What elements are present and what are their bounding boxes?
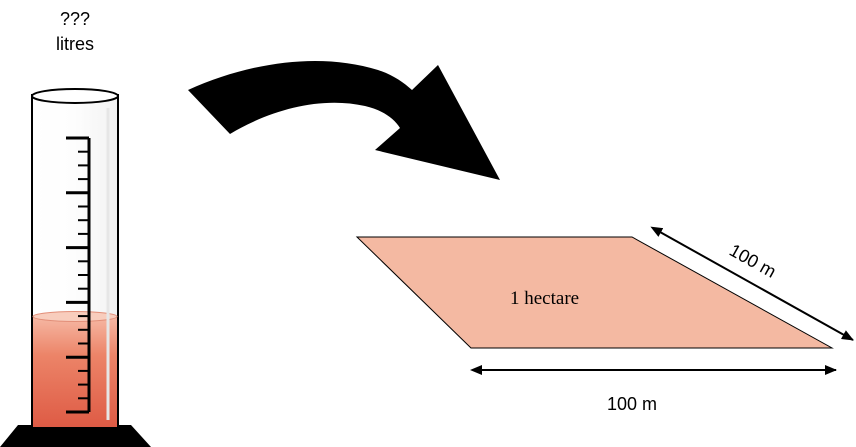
cylinder-label-line1: ??? xyxy=(60,9,90,29)
cylinder-base xyxy=(0,425,151,447)
side-dimension-arrow xyxy=(650,226,854,341)
cylinder-label-line2: litres xyxy=(56,34,94,54)
cylinder-liquid xyxy=(33,316,117,427)
side-dimension-label: 100 m xyxy=(726,240,779,282)
curved-arrow-icon xyxy=(188,60,500,180)
cylinder-rim xyxy=(31,88,119,104)
cylinder-liquid-surface xyxy=(32,311,118,322)
bottom-dimension-label: 100 m xyxy=(607,394,657,414)
graduated-cylinder-icon xyxy=(0,88,151,447)
cylinder-scale-ticks xyxy=(66,136,89,414)
hectare-label: 1 hectare xyxy=(510,288,579,309)
